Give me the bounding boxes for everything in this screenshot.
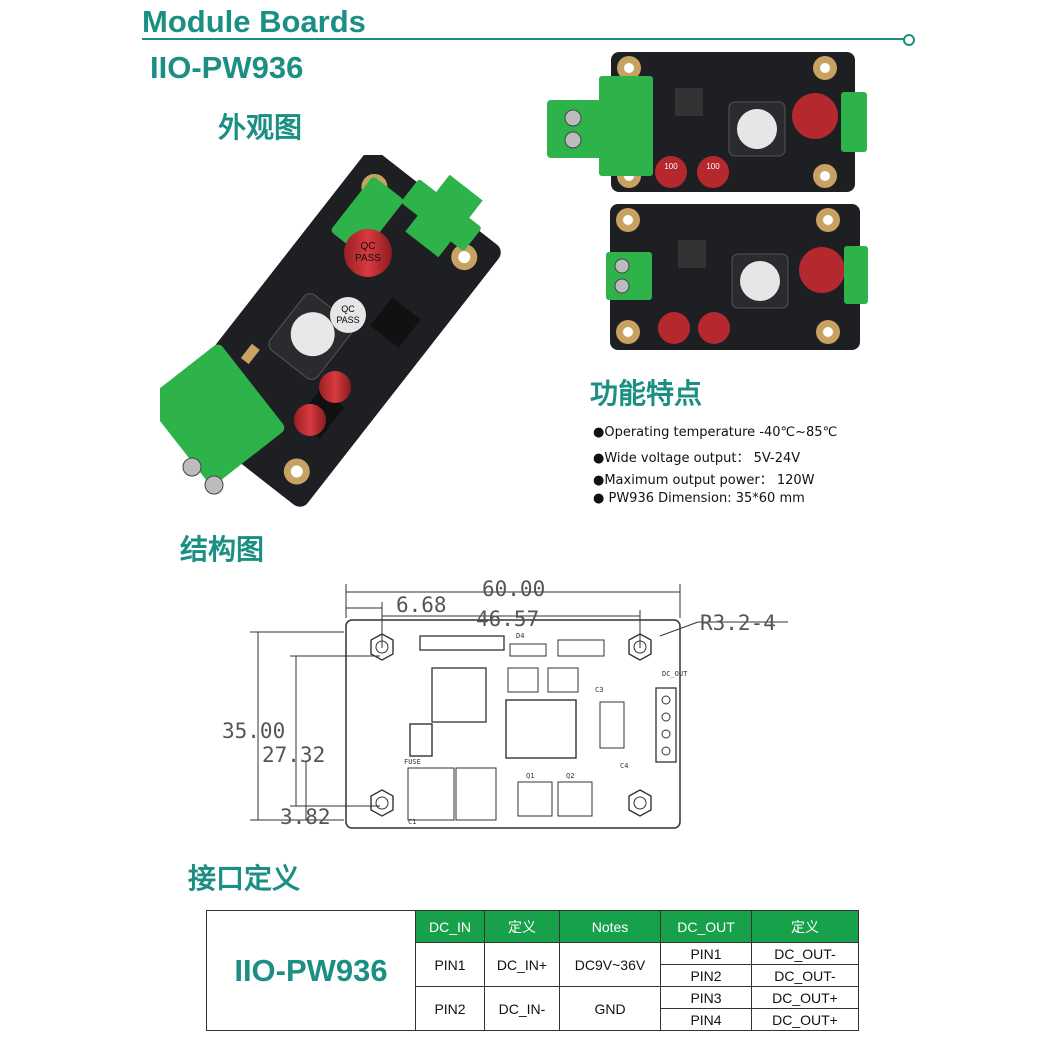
board-photo-top-2	[606, 204, 868, 350]
feature-item: ●Wide voltage output： 5V-24V	[593, 451, 801, 466]
table-model-cell: IIO-PW936	[206, 910, 416, 1031]
silk-c3: C3	[595, 686, 603, 694]
table-cell-dcout-pin: PIN1	[660, 942, 752, 965]
pin-definition-table: IIO-PW936 DC_IN 定义 Notes DC_OUT 定义 PIN1 …	[206, 910, 859, 1031]
dimension-drawing: 60.00 6.68 46.57 R3.2-4 35.00 27.32 3.82…	[222, 577, 788, 829]
capacitor-top	[344, 229, 392, 277]
inductor-sticker	[330, 297, 366, 333]
input-terminal-block	[160, 344, 285, 485]
dim-height: 35.00	[222, 719, 285, 743]
table-cell-dcout-def: DC_OUT-	[751, 964, 859, 987]
output-terminal-block	[844, 246, 868, 304]
dim-hole-span-x: 46.57	[476, 607, 539, 631]
table-cell-dcin-pin: PIN2	[415, 986, 485, 1031]
section-title: Module Boards	[142, 4, 366, 39]
table-cell-dcout-pin: PIN2	[660, 964, 752, 987]
table-cell-dcout-def: DC_OUT+	[751, 986, 859, 1009]
silk-d4: D4	[516, 632, 524, 640]
dim-width: 60.00	[482, 577, 545, 601]
output-terminal-block	[841, 92, 867, 152]
silk-c4: C4	[620, 762, 628, 770]
dim-hole-span-y: 27.32	[262, 743, 325, 767]
silk-dc-out: DC_OUT	[662, 670, 688, 678]
table-cell-note: DC9V~36V	[559, 942, 661, 987]
appearance-heading: 外观图	[218, 111, 303, 144]
board-photo-angled: QC PASS QC PASS	[160, 155, 501, 507]
table-cell-dcin-def: DC_IN+	[484, 942, 560, 987]
table-header: 定义	[751, 910, 859, 943]
table-header: 定义	[484, 910, 560, 943]
table-header: Notes	[559, 910, 661, 943]
table-cell-dcout-pin: PIN3	[660, 986, 752, 1009]
dim-hole-offset-y: 3.82	[280, 805, 331, 829]
input-terminal-block	[606, 252, 652, 300]
structure-heading: 结构图	[180, 533, 265, 566]
qc-label-2: QC	[341, 304, 355, 314]
header-divider-end-dot	[903, 34, 915, 46]
dim-hole-radius: R3.2-4	[700, 611, 776, 635]
silk-c1: C1	[408, 818, 416, 826]
dim-hole-offset-x: 6.68	[396, 593, 447, 617]
qc-label-1: QC	[361, 241, 376, 252]
silk-q2: Q2	[566, 772, 574, 780]
output-terminal-block	[405, 174, 483, 258]
table-cell-dcout-def: DC_OUT+	[751, 1008, 859, 1031]
silk-fuse: FUSE	[404, 758, 421, 766]
silk-q1: Q1	[526, 772, 534, 780]
pass-label-2: PASS	[336, 315, 359, 325]
pass-label-1: PASS	[355, 253, 381, 264]
board-photo-top-1: 100 100	[547, 52, 867, 192]
interface-heading: 接口定义	[188, 862, 301, 895]
table-cell-note: GND	[559, 986, 661, 1031]
table-header: DC_OUT	[660, 910, 752, 943]
input-terminal-block	[547, 100, 603, 158]
feature-item: ●Maximum output power： 120W	[593, 473, 815, 488]
table-cell-dcin-def: DC_IN-	[484, 986, 560, 1031]
cap-label: 100	[664, 162, 678, 171]
table-cell-dcout-def: DC_OUT-	[751, 942, 859, 965]
table-cell-dcin-pin: PIN1	[415, 942, 485, 987]
cap-label: 100	[706, 162, 720, 171]
table-header: DC_IN	[415, 910, 485, 943]
feature-item: ●Operating temperature -40℃~85℃	[593, 425, 838, 440]
header-divider	[142, 38, 907, 40]
table-cell-dcout-pin: PIN4	[660, 1008, 752, 1031]
features-heading: 功能特点	[590, 377, 703, 410]
feature-item: ● PW936 Dimension: 35*60 mm	[593, 491, 805, 506]
model-title: IIO-PW936	[150, 50, 304, 85]
